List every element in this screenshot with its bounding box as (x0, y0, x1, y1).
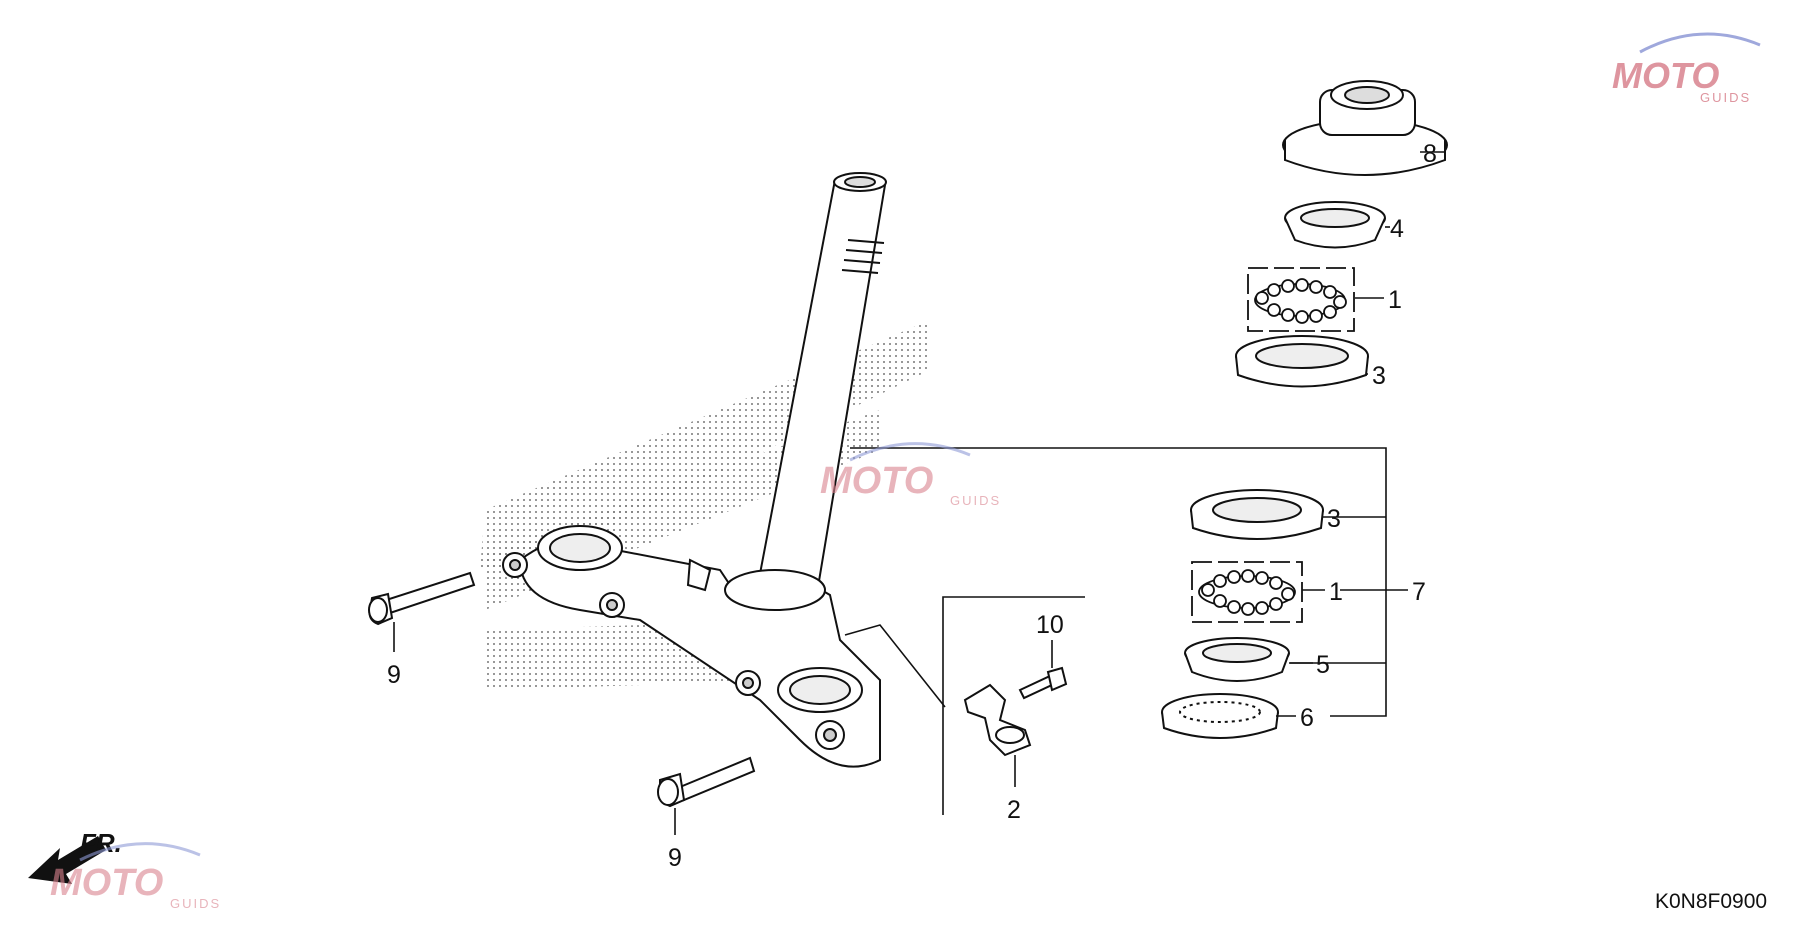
callout-1a: 1 (1388, 286, 1402, 314)
watermark-sub: GUIDS (1700, 90, 1751, 105)
callout-10: 10 (1036, 611, 1064, 639)
callout-9b: 9 (668, 844, 682, 872)
watermark-brand: MOTO (1612, 55, 1719, 96)
callout-3a: 3 (1372, 362, 1386, 390)
lower-ball-race (1190, 489, 1324, 540)
watermark-bottom-left: MOTO GUIDS (50, 842, 221, 911)
front-direction-indicator: FR. (28, 828, 122, 884)
callout-1b: 1 (1329, 578, 1343, 606)
watermark-brand: MOTO (820, 460, 933, 502)
flange-bolt-upper (368, 571, 476, 626)
watermark-top-right: MOTO GUIDS (1612, 32, 1761, 105)
upper-ball-race (1235, 335, 1369, 388)
arrow-icon (28, 836, 106, 884)
watermark-brand: MOTO (50, 862, 163, 904)
lower-cone-race (1184, 637, 1290, 682)
watermark-center: MOTO GUIDS (820, 442, 1001, 508)
flange-bolt-lower (657, 756, 756, 808)
direction-label: FR. (80, 828, 122, 858)
callout-2: 2 (1007, 796, 1021, 824)
bracket-part (963, 683, 1032, 757)
callout-6: 6 (1300, 704, 1314, 732)
upper-ball-bearing (1247, 267, 1355, 332)
callout-9a: 9 (387, 661, 401, 689)
top-adjusting-nut (1282, 80, 1448, 176)
callout-3b: 3 (1327, 505, 1341, 533)
lower-ball-bearing (1191, 561, 1303, 623)
upper-cone-race (1284, 201, 1386, 249)
reference-code: K0N8F0900 (1655, 890, 1767, 913)
callout-5: 5 (1316, 651, 1330, 679)
watermark-sub: GUIDS (170, 896, 221, 911)
callout-8: 8 (1423, 140, 1437, 168)
watermark-sub: GUIDS (950, 493, 1001, 508)
group-bracket-7 (850, 447, 1408, 717)
steering-stem-assembly (502, 172, 887, 768)
dust-seal (1161, 693, 1279, 739)
leader-lines (393, 151, 1445, 835)
callout-4: 4 (1390, 215, 1404, 243)
small-bolt-part (1018, 666, 1068, 700)
callout-7: 7 (1412, 578, 1426, 606)
callout-labels: 8 4 1 3 3 1 7 5 6 9 9 2 10 (387, 140, 1437, 872)
